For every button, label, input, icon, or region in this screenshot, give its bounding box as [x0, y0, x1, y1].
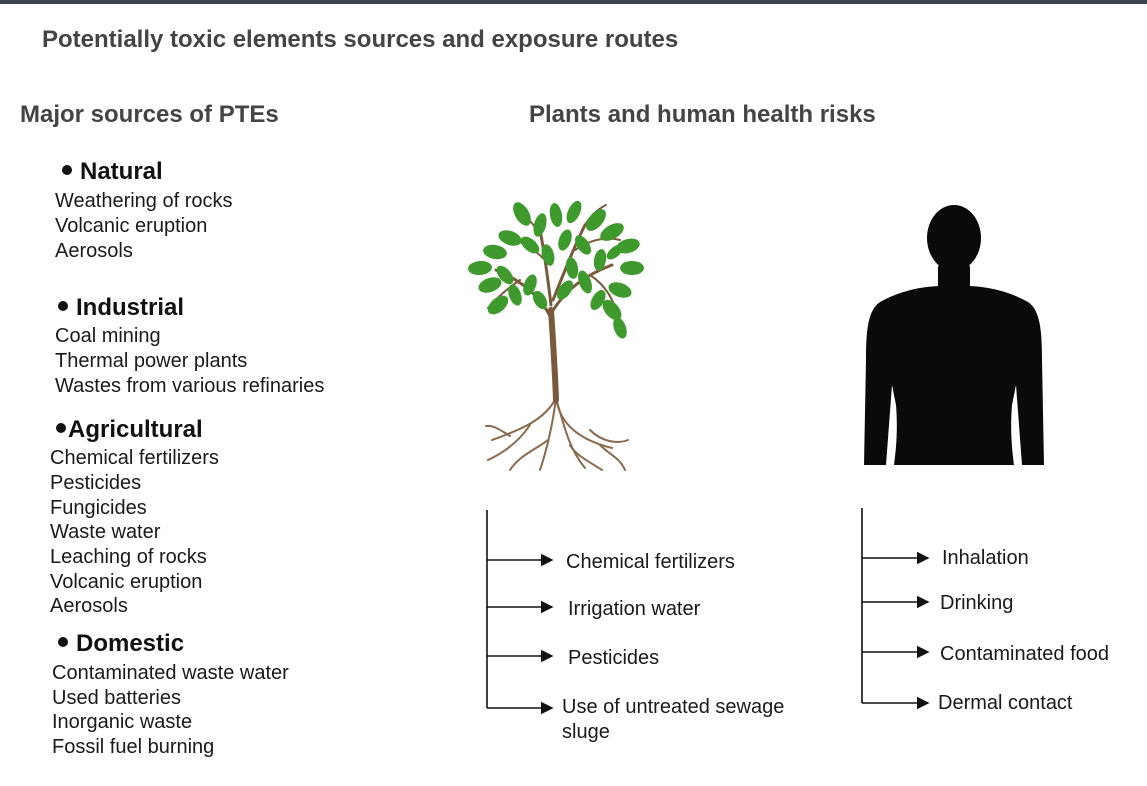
list-item: Pesticides: [50, 472, 142, 494]
top-border: [0, 0, 1147, 4]
plant-routes-connector: [486, 510, 554, 715]
plant-route-label: Chemical fertilizers: [566, 551, 735, 573]
list-item: Inorganic waste: [52, 711, 193, 733]
plant-route-label: Use of untreated sewage: [562, 696, 785, 718]
bullet-icon: [58, 636, 68, 647]
plant-route-label-continued: sluge: [562, 721, 610, 743]
bullet-icon: [62, 164, 72, 175]
list-item: Leaching of rocks: [50, 546, 207, 568]
left-heading: Major sources of PTEs: [20, 101, 279, 128]
tree-with-roots-icon: [468, 200, 644, 471]
list-item: Volcanic eruption: [50, 571, 203, 593]
list-item: Chemical fertilizers: [50, 447, 219, 469]
human-route-label: Drinking: [940, 592, 1014, 614]
list-item: Weathering of rocks: [55, 190, 233, 212]
list-item: Wastes from various refinaries: [55, 375, 325, 397]
category-natural-title: Natural: [62, 158, 163, 186]
plant-route-label: Pesticides: [568, 647, 660, 669]
list-item: Fossil fuel burning: [52, 736, 215, 758]
category-agricultural-title: Agricultural: [56, 416, 203, 444]
human-routes-connector: [861, 508, 930, 710]
plant-route-label: Irrigation water: [568, 598, 701, 620]
human-route-label: Inhalation: [942, 547, 1029, 569]
human-silhouette-icon: [864, 205, 1044, 465]
page-title: Potentially toxic elements sources and e…: [42, 26, 679, 53]
category-industrial-title: Industrial: [58, 294, 184, 322]
list-item: Aerosols: [50, 595, 128, 617]
list-item: Fungicides: [50, 497, 147, 519]
list-item: Waste water: [50, 521, 161, 543]
bullet-icon: [58, 300, 68, 311]
human-route-label: Dermal contact: [938, 692, 1073, 714]
list-item: Used batteries: [52, 687, 181, 709]
list-item: Volcanic eruption: [55, 215, 208, 237]
human-route-label: Contaminated food: [940, 643, 1110, 665]
bullet-icon: [56, 422, 66, 433]
list-item: Coal mining: [55, 325, 161, 347]
list-item: Aerosols: [55, 240, 133, 262]
category-domestic-title: Domestic: [58, 630, 184, 658]
list-item: Thermal power plants: [55, 350, 248, 372]
list-item: Contaminated waste water: [52, 662, 289, 684]
right-heading: Plants and human health risks: [529, 101, 876, 128]
